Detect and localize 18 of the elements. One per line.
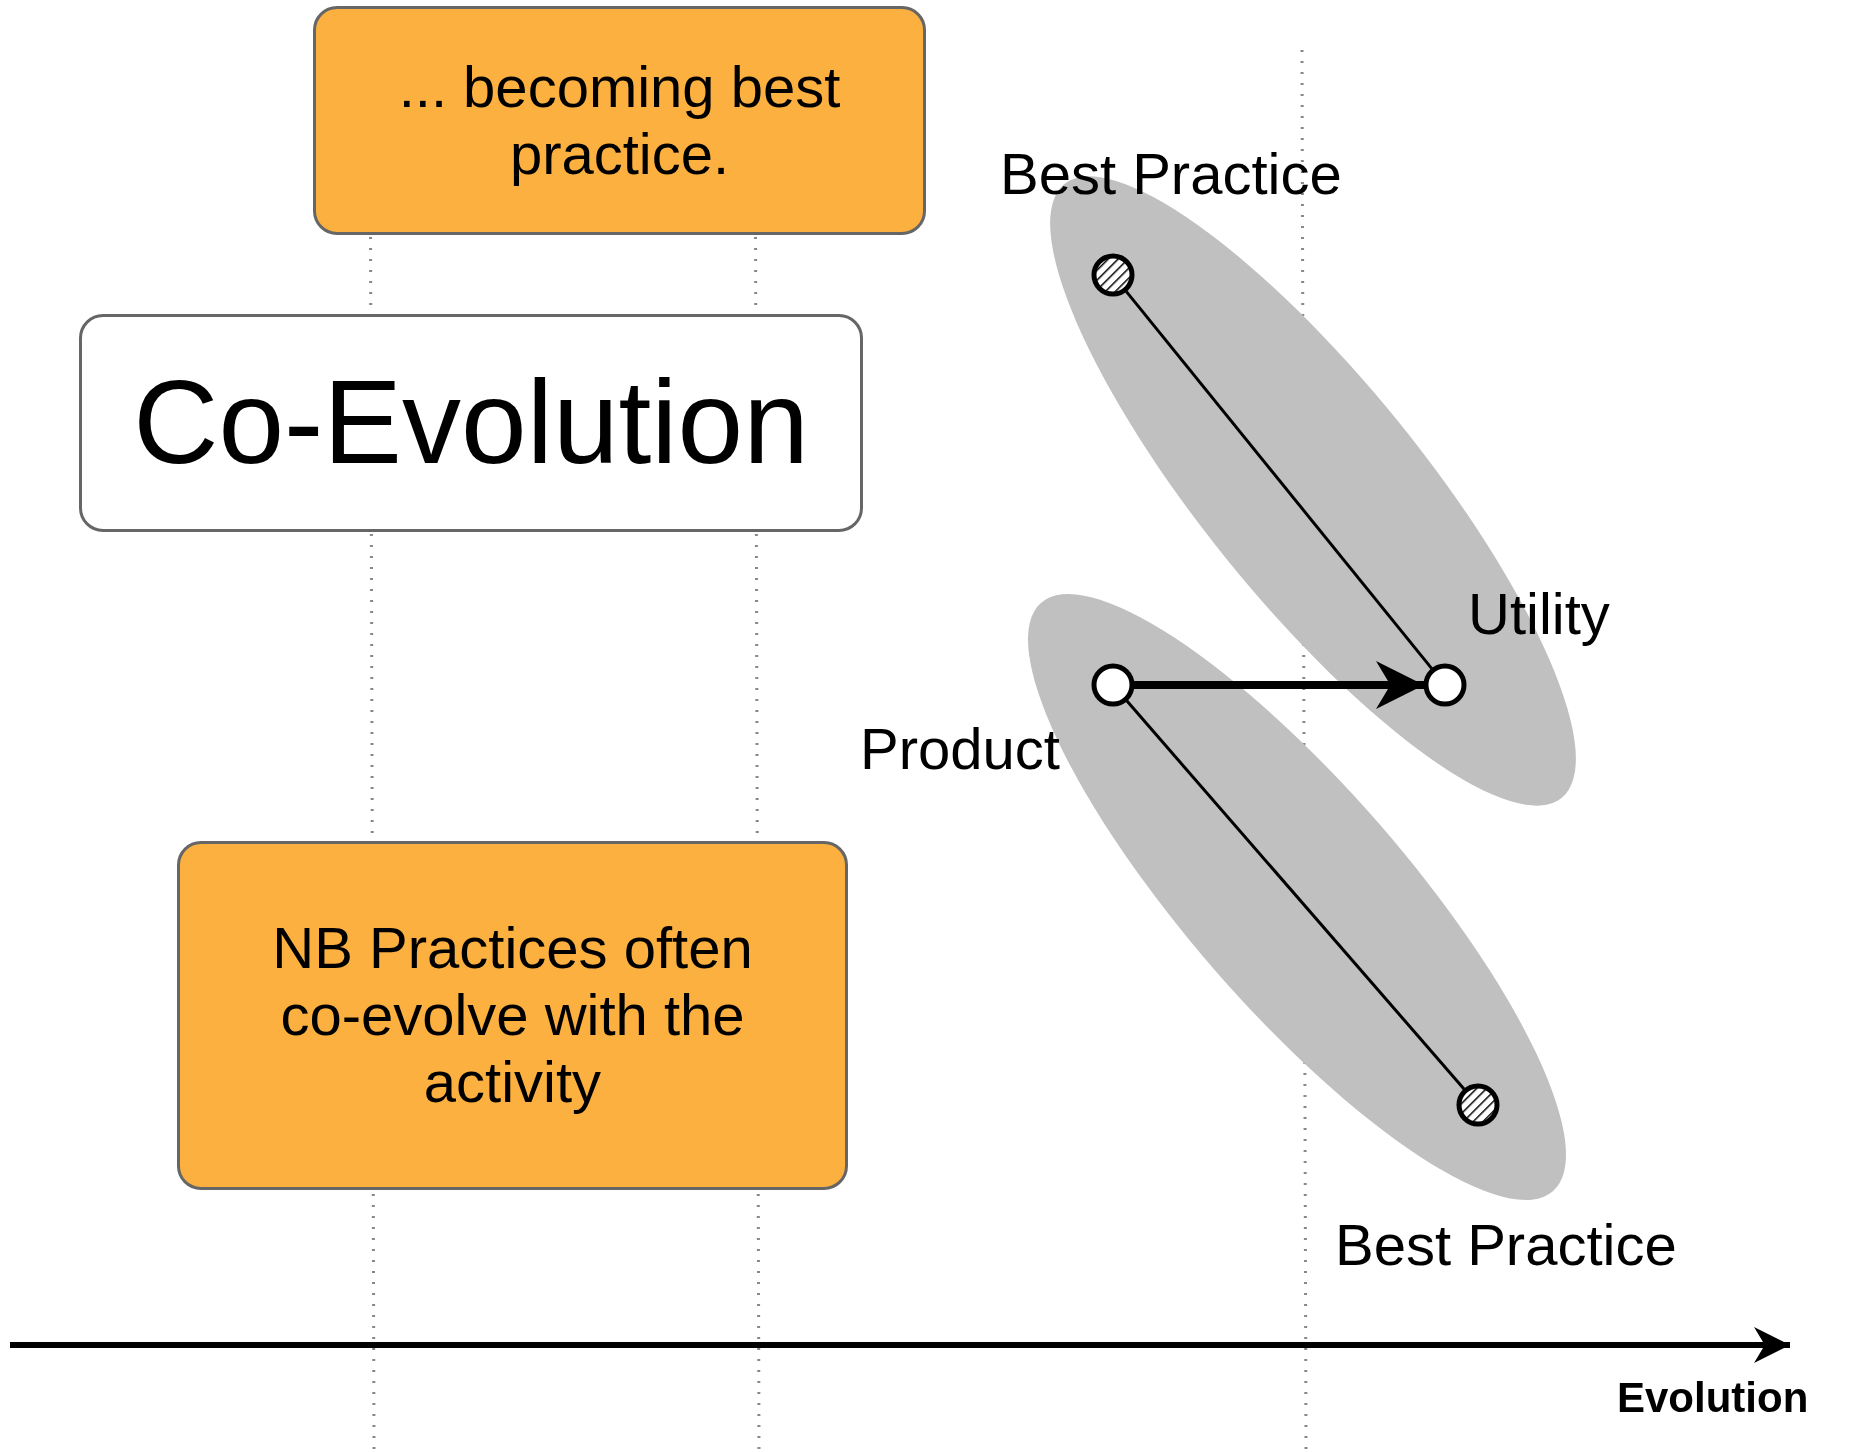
connector-line [1125, 699, 1466, 1091]
point-label: Best Practice [1000, 140, 1342, 207]
note-box [177, 841, 848, 1190]
arrow [1134, 661, 1424, 709]
hatched-point-marker [1091, 253, 1135, 297]
title-box [79, 314, 863, 532]
title-text: Co-Evolution [133, 355, 809, 491]
point-label: Best Practice [1335, 1211, 1677, 1278]
point-marker [1091, 663, 1135, 707]
point-label: Product [860, 715, 1060, 782]
note-box [313, 6, 926, 235]
axis-label: Evolution [1617, 1374, 1809, 1422]
note-text: ... becoming best practice. [397, 53, 842, 188]
connector-line [1125, 290, 1433, 670]
point-label: Utility [1468, 580, 1610, 647]
point-marker [1423, 663, 1467, 707]
note-text: NB Practices often co-evolve with the activity [271, 915, 754, 1116]
hatched-point-marker [1456, 1083, 1500, 1127]
